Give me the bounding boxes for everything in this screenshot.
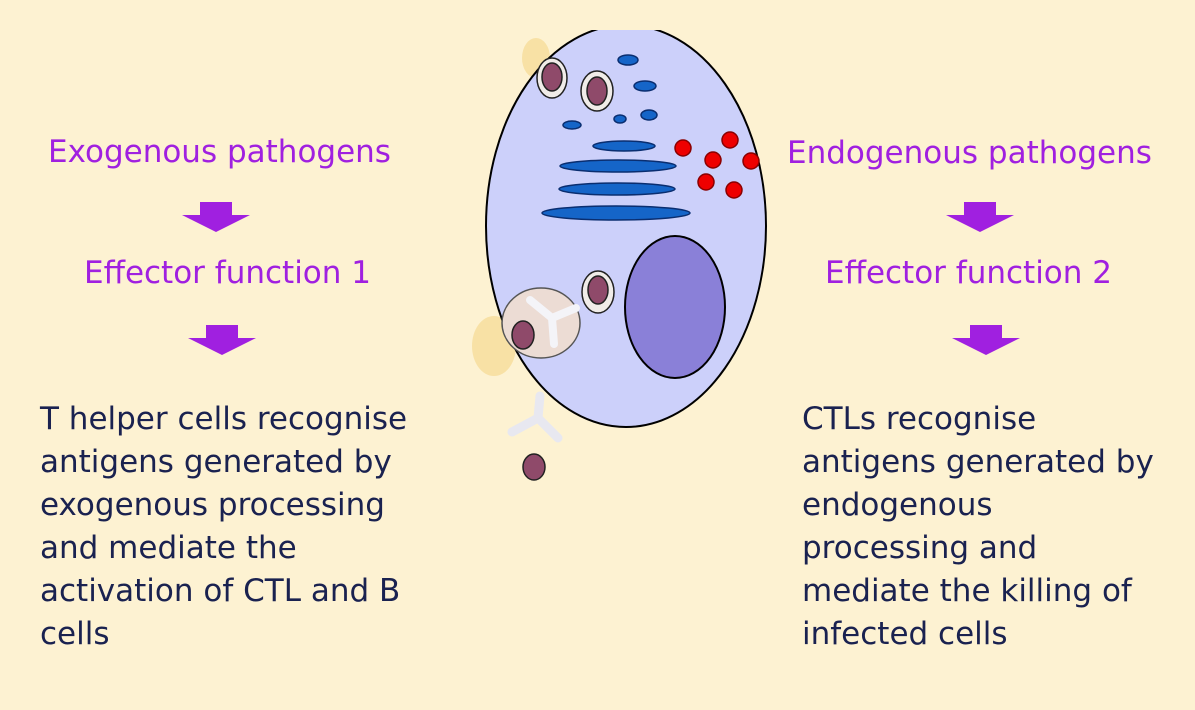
description-line: infected cells	[802, 616, 1008, 652]
phagosome	[536, 57, 568, 99]
t-helper-description: T helper cells recognise antigens genera…	[40, 398, 407, 656]
phagosome	[581, 270, 615, 314]
description-line: antigens generated by	[802, 444, 1154, 480]
ctl-description: CTLs recognise antigens generated by end…	[802, 398, 1154, 656]
exogenous-pathogens-label: Exogenous pathogens	[48, 134, 391, 170]
description-line: activation of CTL and B	[40, 573, 401, 609]
phagosome	[580, 70, 614, 112]
nucleus	[624, 235, 726, 379]
description-line: antigens generated by	[40, 444, 392, 480]
down-arrow-icon	[952, 325, 1020, 355]
endogenous-pathogen-particles	[674, 131, 760, 199]
down-arrow-icon	[188, 325, 256, 355]
description-line: T helper cells recognise	[40, 401, 408, 437]
extracellular-pathogen	[522, 453, 546, 481]
down-arrow-icon	[182, 202, 250, 232]
cell-membrane	[485, 30, 767, 428]
antigen-presenting-cell-illustration	[472, 30, 767, 481]
description-line: mediate the killing of	[802, 573, 1132, 609]
description-line: processing and	[802, 530, 1038, 566]
description-line: and mediate the	[40, 530, 297, 566]
endogenous-pathogens-label: Endogenous pathogens	[787, 135, 1152, 171]
description-line: endogenous	[802, 487, 993, 523]
down-arrow-icon	[946, 202, 1014, 232]
description-line: exogenous processing	[40, 487, 385, 523]
description-line: CTLs recognise	[802, 401, 1037, 437]
endoplasmic-reticulum	[541, 54, 691, 221]
endocytic-vesicle	[501, 287, 581, 359]
description-line: cells	[40, 616, 110, 652]
antibody-icon	[507, 391, 563, 443]
effector-function-2-label: Effector function 2	[825, 255, 1112, 291]
effector-function-1-label: Effector function 1	[84, 255, 371, 291]
